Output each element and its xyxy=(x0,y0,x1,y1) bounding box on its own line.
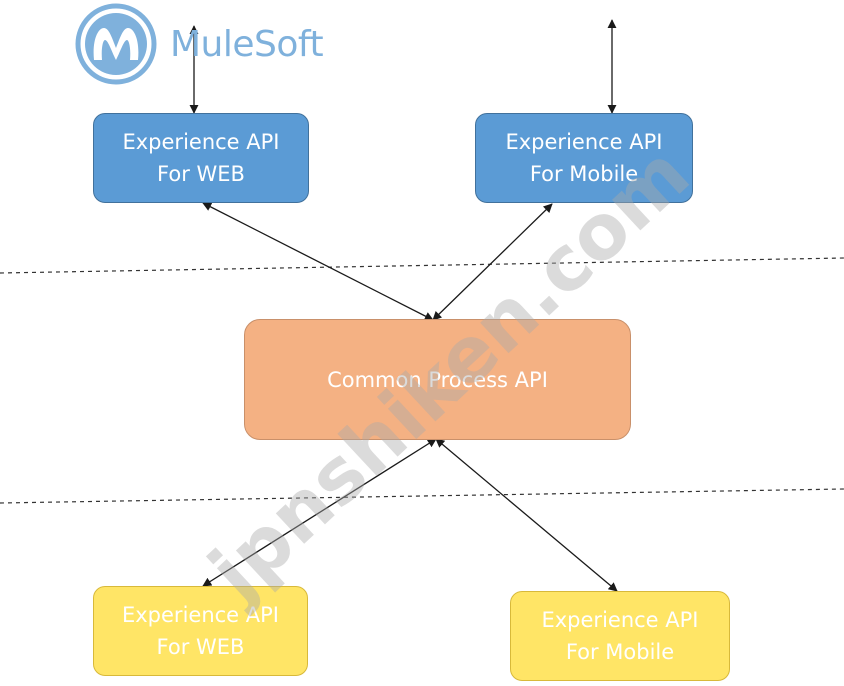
node-label-line2: For WEB xyxy=(156,635,245,659)
node-label-line2: For Mobile xyxy=(529,162,639,186)
arrow-process-to-bottom-web xyxy=(202,438,437,587)
layer-divider-lower xyxy=(0,488,844,504)
node-label-line1: Experience API xyxy=(122,130,280,154)
mulesoft-logo-icon xyxy=(75,3,157,85)
brand-name: MuleSoft xyxy=(170,23,324,65)
bottom-experience-api-mobile-node: Experience API For Mobile xyxy=(510,591,730,681)
node-label-line2: For Mobile xyxy=(565,640,675,664)
arrow-process-to-bottom-mobile xyxy=(435,438,618,592)
mulesoft-logo: MuleSoft xyxy=(74,2,324,86)
node-label: Common Process API xyxy=(327,367,548,392)
experience-api-web-node: Experience API For WEB xyxy=(93,113,309,203)
arrow-mobile-to-process xyxy=(432,203,553,321)
experience-api-mobile-node: Experience API For Mobile xyxy=(475,113,693,203)
bottom-experience-api-web-node: Experience API For WEB xyxy=(93,586,308,676)
layer-divider-upper xyxy=(0,257,844,274)
node-label-line1: Experience API xyxy=(505,130,663,154)
arrow-web-to-process xyxy=(202,202,434,321)
node-label-line1: Experience API xyxy=(541,608,699,632)
node-label-line2: For WEB xyxy=(157,162,245,186)
node-label-line1: Experience API xyxy=(121,603,279,627)
common-process-api-node: Common Process API xyxy=(244,319,631,440)
